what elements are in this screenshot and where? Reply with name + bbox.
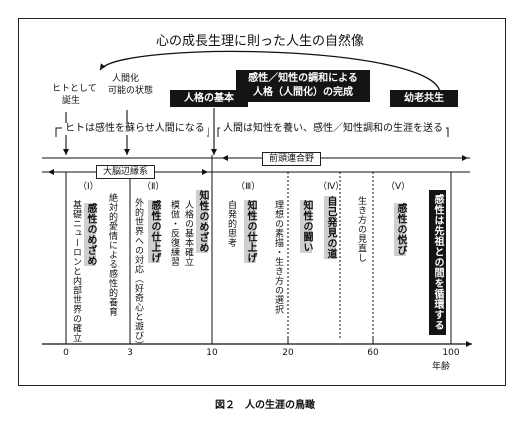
tick-label-20: 20 xyxy=(282,348,294,358)
diagram-title: 心の成長生理に則った人生の自然像 xyxy=(155,34,364,49)
cycle-arc xyxy=(99,50,441,96)
stage-mid-text: 絶対的愛情による感性的養育 xyxy=(107,193,117,317)
box-kansei-chisei-line1: 感性／知性の調和による xyxy=(248,73,358,84)
label-ningenka-2: 可能の状態 xyxy=(108,86,154,96)
label-ningenka-1: 人間化 xyxy=(112,74,140,84)
tick-label-0: 0 xyxy=(63,348,69,358)
final-cycle-box: 感性は先祖との間を循環する xyxy=(429,190,446,335)
tick-label-10: 10 xyxy=(206,348,218,358)
label-zentou-rengou: 前頭連合野 xyxy=(262,152,322,166)
stage-3-sub0: 自発的思考 xyxy=(226,200,236,248)
tick-label-3: 3 xyxy=(127,348,133,358)
stage-5-numeral: （Ⅴ） xyxy=(386,182,411,192)
stage-3b-main: 知性の闘い xyxy=(300,200,312,253)
stage-1-main: 感性のめざめ xyxy=(84,203,96,266)
band-left-text: ヒトは感性を蘇らせ人間になる xyxy=(62,123,208,135)
tick-label-100: 100 xyxy=(442,348,460,358)
band-right-text: 人間は知性を養い、感性／知性調和の生涯を送る xyxy=(220,123,446,135)
stage-4-numeral: （Ⅳ） xyxy=(318,182,345,192)
stage-3-main: 知性の仕上げ xyxy=(244,200,256,263)
stage-2b-sub1: 人格の基本確立 xyxy=(183,200,193,267)
stage-4-sub: 生き方の見直し xyxy=(356,196,366,263)
stage-2b-main: 知性のめざめ xyxy=(196,190,208,253)
stage-3b-sub: 理想の素描・生き方の選択 xyxy=(273,200,283,314)
stage-2b-sub2: 模倣・反復練習 xyxy=(169,200,179,267)
stage-3-numeral: （Ⅲ） xyxy=(236,182,261,192)
box-jinkaku-kihon: 人格の基本 xyxy=(170,90,248,107)
stage-2-main: 感性の仕上げ xyxy=(148,200,160,263)
stage-2-sub: 外的世界への対応（好奇心と遊び） xyxy=(133,198,143,350)
box-kansei-chisei: 感性／知性の調和による 人格（人間化）の完成 xyxy=(236,70,370,102)
diagram-frame xyxy=(18,18,506,386)
box-kansei-chisei-line2: 人格（人間化）の完成 xyxy=(253,87,353,98)
stage-1-numeral: （Ⅰ） xyxy=(78,182,99,192)
stage-4-main: 自己発見の道 xyxy=(324,196,336,259)
tick-label-60: 60 xyxy=(367,348,379,358)
axis-unit: 年齢 xyxy=(432,362,451,372)
figure-caption: 図２ 人の生涯の鳥瞰 xyxy=(215,400,315,411)
stage-5-main: 感性の悦び xyxy=(394,203,406,256)
label-daino-henen: 大脳辺縁系 xyxy=(96,165,156,179)
label-hito-birth-2: 誕生 xyxy=(62,96,81,106)
box-kourou-kyousei: 幼老共生 xyxy=(390,90,458,107)
stage-1-sub: 基礎ニューロンと内部世界の確立 xyxy=(71,200,81,343)
label-hito-birth-1: ヒトとして xyxy=(52,84,97,94)
stage-2-numeral: （Ⅱ） xyxy=(142,182,165,192)
